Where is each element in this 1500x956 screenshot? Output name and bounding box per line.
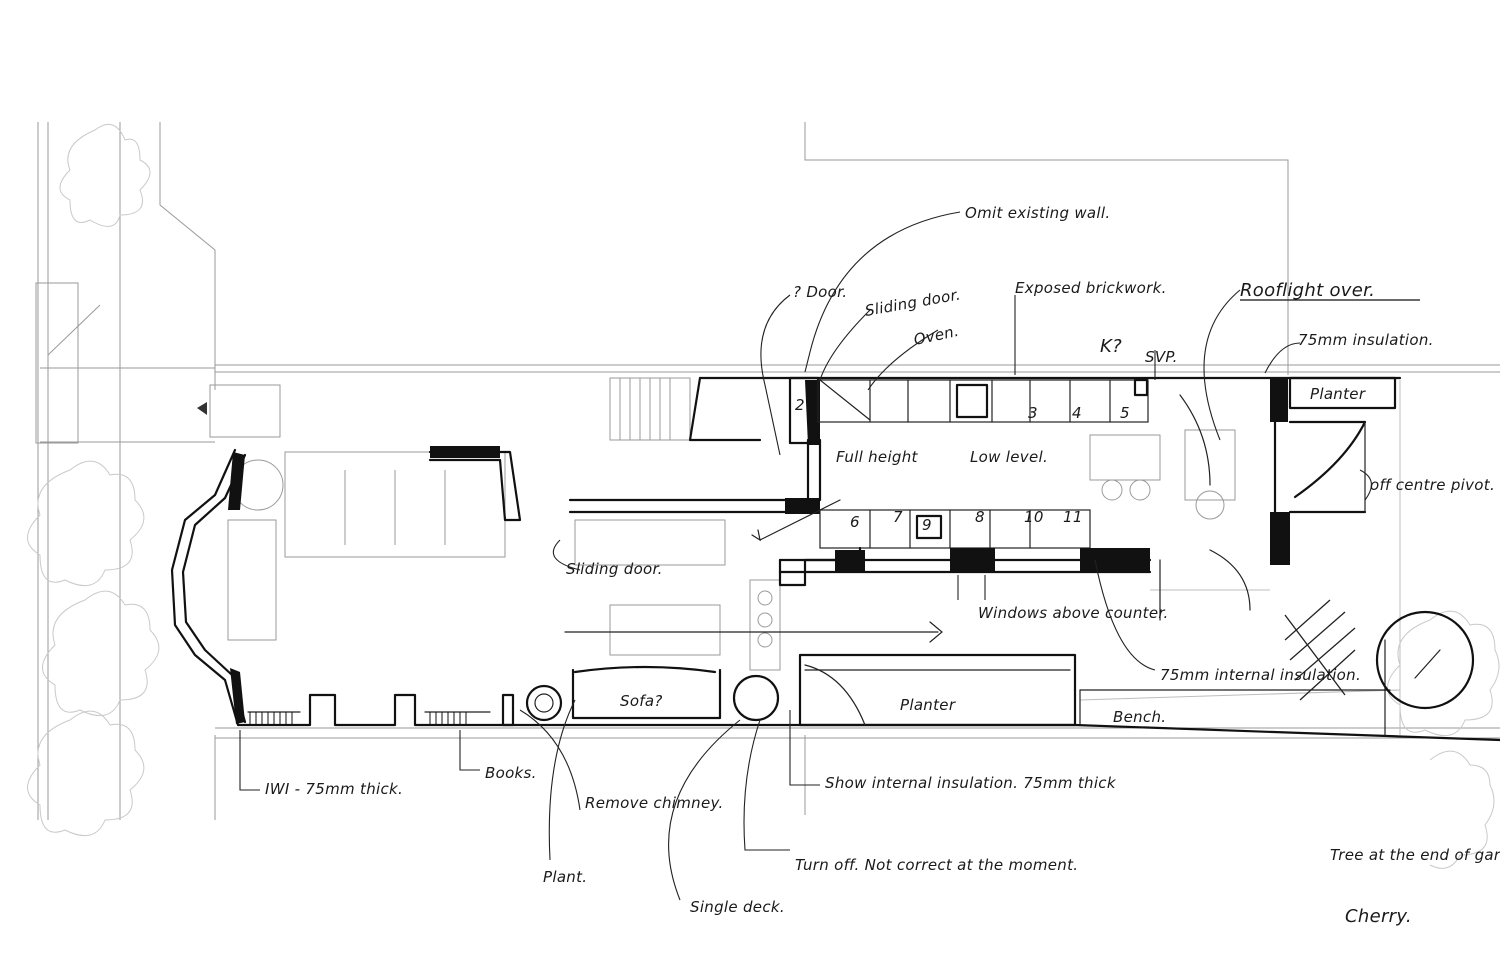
note-cherry: Cherry.: [1345, 906, 1412, 927]
wall-outlines: [170, 376, 1500, 742]
note-rooflight-over: Rooflight over.: [1240, 280, 1375, 301]
cabinet-number: 3: [1028, 404, 1038, 422]
note-omit-existing-wall: Omit existing wall.: [965, 204, 1110, 222]
background-survey-lines: [35, 122, 1500, 820]
note-windows-above-counter: Windows above counter.: [978, 604, 1169, 622]
note-low-level: Low level.: [970, 448, 1048, 466]
cabinet-numbers: 2 3 4 5 9 6 7 8 10 11: [795, 396, 1130, 534]
note-single-deck: Single deck.: [690, 898, 785, 916]
entrance-arrow-icon: [197, 402, 207, 415]
note-iwi-75mm: IWI - 75mm thick.: [265, 780, 403, 798]
cabinet-number: 4: [1072, 404, 1082, 422]
note-show-internal-insulation: Show internal insulation. 75mm thick: [825, 774, 1117, 792]
note-planter-bottom: Planter: [900, 696, 956, 714]
cabinet-number: 2: [795, 396, 805, 414]
note-k-query: K?: [1100, 336, 1122, 357]
note-sofa-query: Sofa?: [620, 692, 663, 710]
note-exposed-brickwork: Exposed brickwork.: [1015, 279, 1167, 297]
annotation-leaders: [239, 211, 1372, 901]
note-books: Books.: [485, 764, 537, 782]
note-tree-end-of-garden: Tree at the end of garden?: [1330, 846, 1500, 864]
cabinet-number: 9: [922, 516, 932, 534]
note-svp: SVP.: [1145, 348, 1178, 366]
cabinet-number: 7: [893, 508, 903, 526]
cabinet-number: 10: [1024, 508, 1044, 526]
note-planter-top: Planter: [1310, 385, 1366, 403]
cabinet-number: 11: [1063, 508, 1083, 526]
note-turn-off: Turn off. Not correct at the moment.: [795, 856, 1078, 874]
shrub-outlines: [27, 123, 1500, 869]
note-off-centre-pivot: off centre pivot.: [1370, 476, 1495, 494]
note-75mm-internal-insulation: 75mm internal insulation.: [1160, 666, 1361, 684]
note-full-height: Full height: [836, 448, 919, 466]
note-oven: Oven.: [912, 322, 960, 349]
cabinet-number: 6: [850, 513, 860, 531]
note-remove-chimney: Remove chimney.: [585, 794, 724, 812]
note-door-query: ? Door.: [793, 283, 847, 301]
note-sliding-door-top: Sliding door.: [864, 285, 962, 320]
note-sliding-door-left: Sliding door.: [566, 560, 663, 578]
cabinet-number: 8: [975, 508, 985, 526]
cabinet-number: 5: [1120, 404, 1130, 422]
note-bench: Bench.: [1113, 708, 1166, 726]
note-plant: Plant.: [543, 868, 587, 886]
annotations: Omit existing wall. ? Door. Sliding door…: [265, 204, 1500, 927]
note-75mm-insulation-top: 75mm insulation.: [1298, 331, 1434, 349]
